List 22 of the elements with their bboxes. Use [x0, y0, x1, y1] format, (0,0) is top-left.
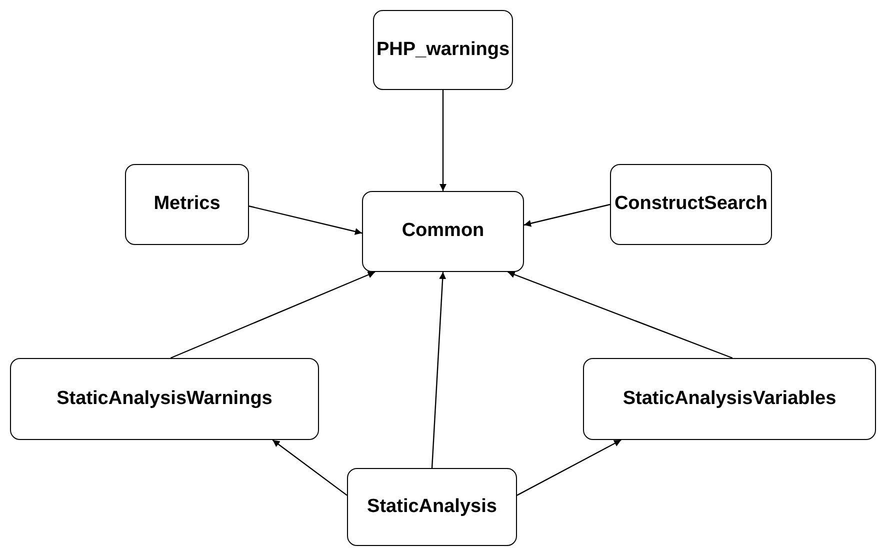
- module-box: [373, 10, 513, 90]
- arrow: [170, 271, 376, 359]
- module-name: PHP_warnings: [376, 38, 510, 62]
- module-box: [610, 164, 772, 245]
- module-box: [347, 468, 517, 546]
- module-box: [362, 191, 524, 272]
- module-name: StaticAnalysisWarnings: [56, 386, 272, 411]
- arrow: [508, 271, 733, 359]
- module-box: [125, 164, 249, 245]
- module-name: StaticAnalysisVariables: [622, 386, 836, 411]
- module-name: ConstructSearch: [614, 192, 768, 216]
- module-box: [10, 358, 319, 440]
- arrow: [431, 272, 446, 468]
- module-box: [583, 358, 876, 440]
- arrow: [440, 90, 446, 191]
- module-name: Common: [402, 219, 484, 244]
- arrow: [272, 440, 348, 496]
- module-name: Metrics: [154, 192, 220, 216]
- arrow: [248, 206, 362, 235]
- module-name: StaticAnalysis: [367, 494, 497, 519]
- arrow: [524, 204, 610, 227]
- arrow: [516, 439, 622, 496]
